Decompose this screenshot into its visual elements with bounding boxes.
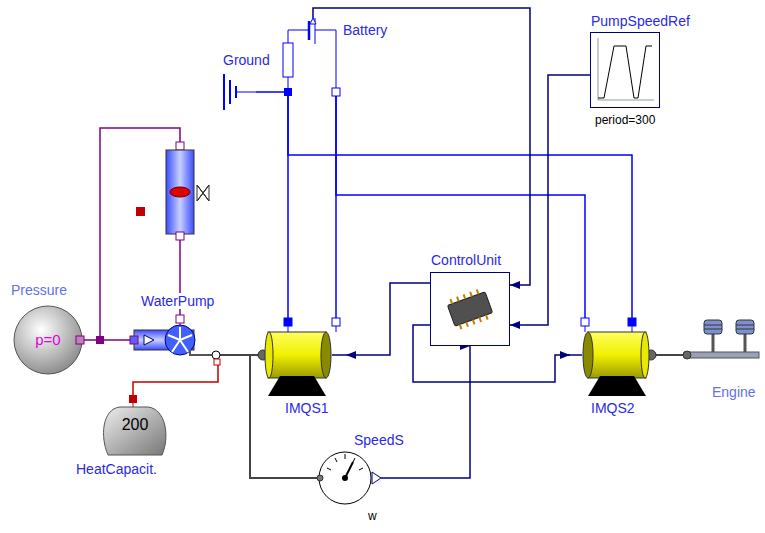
valve-symbol <box>197 185 209 201</box>
valve-symbol <box>209 185 210 201</box>
connector-wire <box>381 346 470 478</box>
ground-symbol-icon <box>220 69 256 115</box>
motor-symbol-icon <box>570 318 656 396</box>
component-label: HeatCapacit. <box>75 461 158 477</box>
component-label: Pressure <box>10 282 68 298</box>
valve-control-port <box>136 207 145 216</box>
valve-symbol <box>197 185 198 201</box>
component-label: IMQS1 <box>284 400 330 416</box>
component-label: Ground <box>222 52 271 68</box>
pump-symbol-icon <box>130 315 220 365</box>
component-label: IMQS2 <box>590 400 636 416</box>
connector-wire <box>84 339 130 341</box>
control-unit-box: ControlUnit <box>430 272 510 346</box>
signal-source-box-icon <box>590 32 660 108</box>
valve-port <box>176 142 184 150</box>
connector-wire <box>256 92 288 96</box>
valve-symbol <box>197 185 209 201</box>
battery-symbol-icon <box>280 18 342 96</box>
motor-symbol: IMQS1 <box>258 318 346 396</box>
component-label: Battery <box>342 22 388 38</box>
speed-sensor: SpeedSw <box>317 450 381 506</box>
valve-port <box>176 232 184 240</box>
component-label: w <box>367 508 378 524</box>
control-unit-box-icon <box>430 272 510 346</box>
component-label: period=300 <box>594 112 656 128</box>
component-label: p=0 <box>12 332 84 348</box>
connector-wire <box>510 75 590 325</box>
component-label: PumpSpeedRef <box>590 13 691 29</box>
component-label: ControlUnit <box>430 252 502 268</box>
valve-symbol <box>197 185 209 201</box>
valve-body <box>166 150 194 234</box>
engine-symbol: Engine <box>683 318 761 378</box>
component-label: Engine <box>711 384 757 400</box>
heat-capacitor: 200HeatCapacit. <box>100 395 170 457</box>
connector-wire <box>133 365 218 395</box>
battery-symbol: Battery <box>280 18 342 96</box>
connector-wire <box>313 8 530 285</box>
connector-wire <box>346 283 430 355</box>
motor-symbol-icon <box>258 318 346 396</box>
signal-source-box: PumpSpeedRefperiod=300 <box>590 32 660 108</box>
engine-symbol-icon <box>683 318 761 378</box>
pressure-source: Pressurep=0 <box>12 304 84 376</box>
motor-symbol: IMQS2 <box>570 318 656 396</box>
connector-wire <box>656 354 683 356</box>
speed-sensor-icon <box>317 450 381 506</box>
component-label: SpeedS <box>353 432 405 448</box>
valve-seat <box>170 187 190 197</box>
ground-symbol: Ground <box>220 69 256 115</box>
component-label: 200 <box>100 417 170 433</box>
pump-symbol: WaterPump <box>130 315 220 365</box>
component-label: WaterPump <box>140 293 215 309</box>
